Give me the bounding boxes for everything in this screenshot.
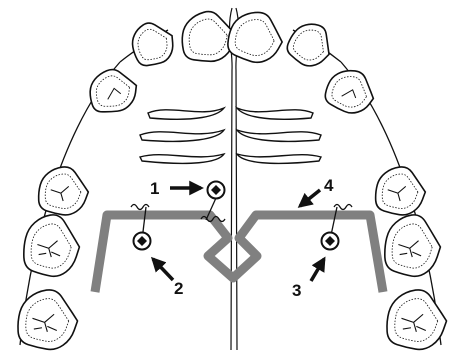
tooth-right-2	[283, 17, 339, 73]
anchor-icon	[134, 233, 151, 250]
label-4: 4	[324, 176, 334, 195]
anchor-icon	[322, 233, 339, 250]
tooth-left-6	[18, 290, 78, 350]
appliance-wire	[95, 215, 383, 292]
tooth-left-3	[85, 64, 142, 117]
tooth-left-4	[39, 167, 89, 215]
tooth-right-3	[322, 65, 379, 118]
tooth-right-1	[226, 9, 286, 66]
arrow-2	[153, 259, 173, 280]
tooth-left-2	[125, 16, 181, 72]
midpalatal-suture	[230, 8, 239, 350]
label-1: 1	[150, 179, 159, 198]
anchor-icon	[208, 182, 225, 199]
tooth-right-5	[385, 215, 441, 276]
arrow-4	[300, 190, 320, 206]
tooth-left-5	[24, 215, 80, 276]
label-2: 2	[174, 279, 183, 298]
tooth-right-6	[387, 290, 447, 350]
arrow-3	[311, 259, 324, 281]
label-3: 3	[292, 281, 301, 300]
palatal-rugae	[140, 108, 321, 163]
tooth-right-4	[376, 167, 426, 215]
